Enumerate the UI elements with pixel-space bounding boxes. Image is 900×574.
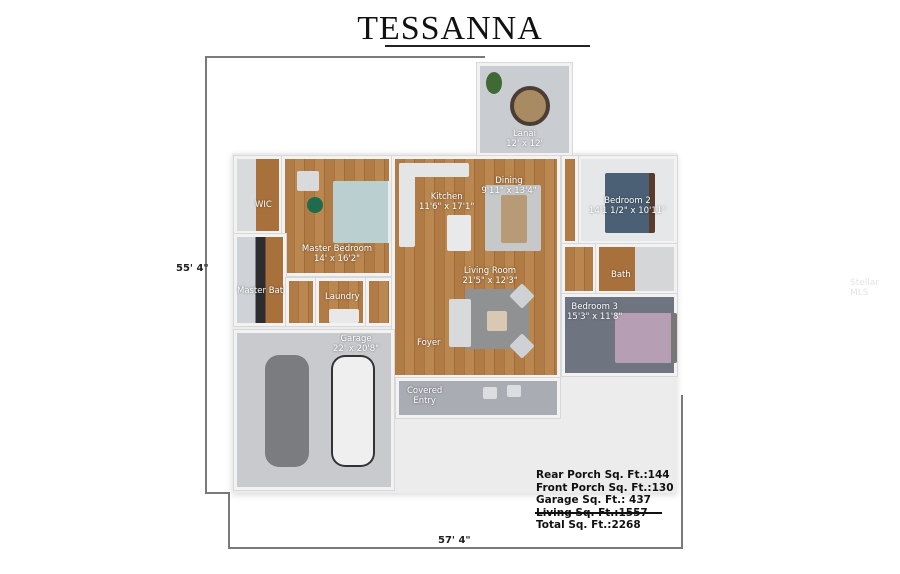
garage-size: 22' x 20'8" bbox=[333, 343, 380, 354]
garage-name: Garage bbox=[340, 334, 372, 344]
master-bedroom-size: 14' x 16'2" bbox=[313, 253, 361, 264]
kitchen-island bbox=[447, 215, 471, 251]
kitchen-counter bbox=[399, 163, 415, 247]
bath-name: Bath bbox=[611, 270, 631, 280]
car-right bbox=[331, 355, 375, 467]
covered-entry-label: Covered Entry bbox=[407, 386, 443, 407]
dimension-line-right bbox=[681, 395, 683, 549]
room-closet-a bbox=[286, 278, 316, 326]
room-lanai: Lanai 12' x 12' bbox=[477, 63, 572, 156]
kitchen-size: 11'6" x 17'1" bbox=[419, 201, 475, 212]
watermark: Stellar MLS bbox=[850, 278, 879, 298]
front-porch-sqft: Front Porch Sq. Ft.:130 bbox=[536, 481, 674, 494]
room-wic: WIC bbox=[234, 156, 282, 234]
covered-entry-name: Covered bbox=[407, 386, 443, 396]
porch-chair-1 bbox=[483, 387, 497, 399]
room-bedroom-3: Bedroom 3 15'3" x 11'8" bbox=[562, 294, 677, 376]
room-laundry: Laundry bbox=[316, 278, 366, 326]
laundry-name: Laundry bbox=[325, 292, 360, 302]
room-great-room: Kitchen 11'6" x 17'1" Dining 9'11" x 13'… bbox=[392, 156, 560, 378]
living-room-size: 21'5" x 12'3" bbox=[462, 275, 518, 286]
dimension-line-left bbox=[205, 56, 207, 494]
sofa bbox=[449, 299, 471, 347]
round-table bbox=[510, 86, 550, 126]
washer-dryer bbox=[329, 309, 359, 323]
lanai-size: 12' x 12' bbox=[506, 138, 543, 149]
bedroom2-size: 14'1 1/2" x 10'11" bbox=[588, 205, 667, 216]
plan-title: TESSANNA bbox=[357, 10, 543, 47]
dining-size: 9'11" x 13'4" bbox=[481, 185, 537, 196]
room-closet-b bbox=[366, 278, 392, 326]
room-covered-entry: Covered Entry bbox=[396, 378, 560, 418]
garage-sqft: Garage Sq. Ft.: 437 bbox=[536, 494, 651, 506]
bedroom3-name: Bedroom 3 bbox=[571, 302, 618, 312]
bed bbox=[615, 313, 677, 363]
coffee-table bbox=[487, 311, 507, 331]
living-room-name: Living Room bbox=[463, 266, 517, 276]
ottoman bbox=[307, 197, 323, 213]
dining-name: Dining bbox=[495, 176, 523, 186]
foyer-name: Foyer bbox=[417, 338, 441, 348]
rear-porch-sqft: Rear Porch Sq. Ft.:144 bbox=[536, 469, 670, 481]
bedroom2-label: Bedroom 2 14'1 1/2" x 10'11" bbox=[581, 196, 674, 217]
dimension-line-bottom bbox=[228, 547, 683, 549]
kitchen-counter-top bbox=[399, 163, 469, 177]
summary-rule bbox=[535, 512, 662, 514]
title-underline bbox=[385, 45, 590, 47]
room-master-bedroom: Master Bedroom 14' x 16'2" bbox=[282, 156, 396, 276]
master-bedroom-name: Master Bedroom bbox=[301, 244, 373, 254]
wic-name: WIC bbox=[255, 200, 272, 210]
room-garage: Garage 22' x 20'8" bbox=[234, 330, 394, 490]
bedroom3-label: Bedroom 3 15'3" x 11'8" bbox=[567, 302, 623, 323]
dimension-line-left-step bbox=[205, 492, 230, 494]
room-bath: Bath bbox=[596, 244, 677, 294]
room-bedroom-2: Bedroom 2 14'1 1/2" x 10'11" bbox=[578, 156, 677, 244]
kitchen-label: Kitchen 11'6" x 17'1" bbox=[419, 192, 475, 213]
total-sqft: Total Sq. Ft.:2268 bbox=[536, 519, 641, 531]
master-bedroom-label: Master Bedroom 14' x 16'2" bbox=[285, 244, 389, 265]
room-bath-hall bbox=[562, 244, 596, 294]
covered-entry-name2: Entry bbox=[413, 395, 436, 406]
square-footage-summary: Rear Porch Sq. Ft.:144 Front Porch Sq. F… bbox=[536, 469, 674, 532]
bed bbox=[605, 173, 655, 233]
plant-icon bbox=[486, 72, 502, 94]
closet-bedroom-2 bbox=[562, 156, 578, 244]
width-dimension-label: 57' 4" bbox=[438, 535, 471, 546]
bedroom3-size: 15'3" x 11'8" bbox=[567, 311, 623, 322]
dimension-line-top bbox=[205, 56, 485, 58]
lanai-label: Lanai 12' x 12' bbox=[480, 129, 569, 150]
kitchen-name: Kitchen bbox=[430, 192, 463, 202]
room-master-bath: Master Bath bbox=[234, 234, 289, 326]
dining-label: Dining 9'11" x 13'4" bbox=[469, 176, 549, 197]
dimension-line-left-lower bbox=[228, 492, 230, 548]
porch-chair-2 bbox=[507, 385, 521, 397]
height-dimension-label: 55' 4" bbox=[176, 263, 209, 274]
bedroom2-name: Bedroom 2 bbox=[604, 196, 651, 206]
master-bath-name: Master Bath bbox=[237, 286, 289, 296]
living-room-label: Living Room 21'5" x 12'3" bbox=[455, 266, 525, 287]
dining-table bbox=[501, 195, 527, 243]
bed bbox=[333, 181, 396, 243]
car-left bbox=[265, 355, 309, 467]
armchair bbox=[297, 171, 319, 191]
garage-label: Garage 22' x 20'8" bbox=[333, 334, 380, 355]
lanai-name: Lanai bbox=[513, 129, 536, 139]
